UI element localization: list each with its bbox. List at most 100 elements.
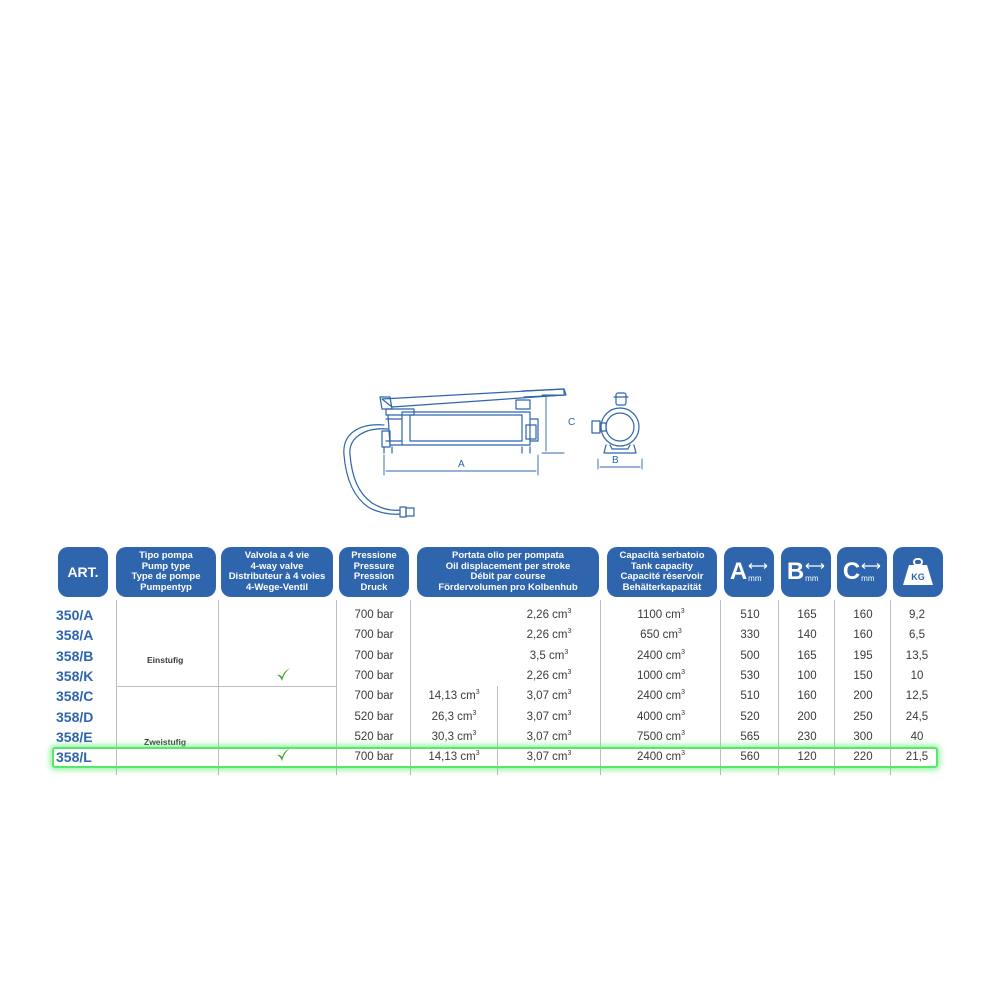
cell-kg: 10 [910,670,924,682]
unit-cm3: cm [665,690,682,702]
dimension-a-letter: A [729,558,748,585]
header-pump-type: Tipo pompa Pump type Type de pompe Pumpe… [116,547,216,597]
cell-oil1: 14,13 cm3 [428,689,480,702]
cell-a: 520 [740,711,760,723]
cell-b: 120 [797,751,817,763]
cell-b: 200 [797,711,817,723]
cell-value: 26,3 [431,711,454,723]
article-code: 358/E [56,729,93,745]
cell-c: 150 [853,670,873,682]
cell-oil2: 2,26 cm3 [526,628,572,641]
article-code: 358/K [56,668,94,684]
header-dimension-c: C mm [837,547,887,597]
cell-value: 7500 [636,731,663,743]
cell-a: 510 [740,690,760,702]
unit-cm3: cm [665,670,682,682]
horizontal-arrow-icon [748,562,768,569]
header-dimension-a: A mm [724,547,774,597]
cell-c: 220 [853,751,873,763]
article-code: 358/D [56,709,94,725]
unit-cm3: cm [665,650,682,662]
header-oil-it: Portata olio per pompata [452,550,564,561]
cell-c: 250 [853,711,873,723]
header-weight: KG [893,547,943,597]
cell-b: 230 [797,731,817,743]
cell-kg: 6,5 [909,629,925,641]
dimension-c-unit: mm [861,573,875,583]
pump-technical-drawing: A C B [343,388,643,518]
cell-pressure: 700 bar [354,690,394,702]
unit-cm3: cm [552,751,568,763]
cell-value: 2,26 [526,609,549,621]
unit-cm3: cm [552,609,568,621]
header-oil-fr: Débit par course [470,571,546,582]
dimension-b-unit: mm [805,573,819,583]
header-valve-fr: Distributeur à 4 voies [228,571,326,582]
cell-a: 510 [740,609,760,621]
unit-cm3: cm [552,690,568,702]
header-pressure-fr: Pression [353,571,395,582]
cell-b: 140 [797,629,817,641]
unit-cm3: cm [552,711,568,723]
unit-cm3: cm [457,731,473,743]
dimension-c-letter: C [842,558,861,585]
cell-value: 30,3 [431,731,454,743]
dimension-a-unit: mm [748,573,762,583]
dimension-label-b: B [612,455,619,466]
cell-value: 3,07 [526,731,549,743]
cell-kg: 21,5 [905,751,929,763]
cell-c: 160 [853,629,873,641]
unit-cm3: cm [548,650,565,662]
cell-a: 560 [740,751,760,763]
cell-tank: 2400 cm3 [636,649,686,662]
cell-tank: 7500 cm3 [636,730,686,743]
header-tank-it: Capacità serbatoio [619,550,705,561]
cell-oil1: 26,3 cm3 [431,710,477,723]
header-pump-type-en: Pump type [141,560,191,572]
cell-oil2: 2,26 cm3 [526,608,572,621]
cell-oil2: 3,07 cm3 [526,750,572,763]
cell-value: 14,13 [428,751,458,763]
header-valve-de: 4-Wege-Ventil [245,581,309,593]
cell-tank: 2400 cm3 [636,750,686,763]
unit-cm3: cm [460,751,476,763]
cell-kg: 9,2 [909,609,925,621]
check-icon [277,668,290,681]
header-oil-displacement: Portata olio per pompata Oil displacemen… [417,547,599,597]
header-tank-en: Tank capacity [630,560,694,572]
header-valve-en: 4-way valve [250,560,304,572]
dimension-label-a: A [458,459,465,470]
header-pressure-it: Pressione [351,550,397,561]
weight-icon-label: KG [911,572,925,582]
weight-icon: KG [903,558,933,585]
unit-cm3: cm [665,711,682,723]
cell-value: 1000 [636,670,663,682]
cell-c: 195 [853,650,873,662]
cell-pressure: 520 bar [354,731,394,743]
cell-pressure: 700 bar [354,609,394,621]
cell-pressure: 520 bar [354,711,394,723]
header-pump-type-de: Pumpentyp [140,581,192,593]
cell-value: 2400 [636,690,663,702]
article-code: 358/C [56,688,94,704]
article-code: 358/A [56,627,94,643]
article-code: 358/B [56,648,94,664]
cell-kg: 13,5 [905,650,929,662]
cell-a: 530 [740,670,760,682]
header-oil-en: Oil displacement per stroke [445,560,571,572]
cell-value: 2,26 [526,629,549,641]
cell-b: 100 [797,670,817,682]
cell-oil2: 3,07 cm3 [526,689,572,702]
check-icon [277,748,290,761]
cell-tank: 1100 cm3 [637,608,685,621]
cell-a: 565 [740,731,760,743]
cell-oil2: 2,26 cm3 [526,669,572,682]
cell-value: 3,07 [526,711,549,723]
dimension-label-c: C [568,417,575,428]
cell-value: 3,07 [526,690,549,702]
cell-kg: 12,5 [905,690,929,702]
header-pump-type-it: Tipo pompa [139,550,193,561]
header-pressure: Pressione Pressure Pression Druck [339,547,409,597]
unit-cm3: cm [552,670,568,682]
header-art-label: ART. [67,563,99,580]
